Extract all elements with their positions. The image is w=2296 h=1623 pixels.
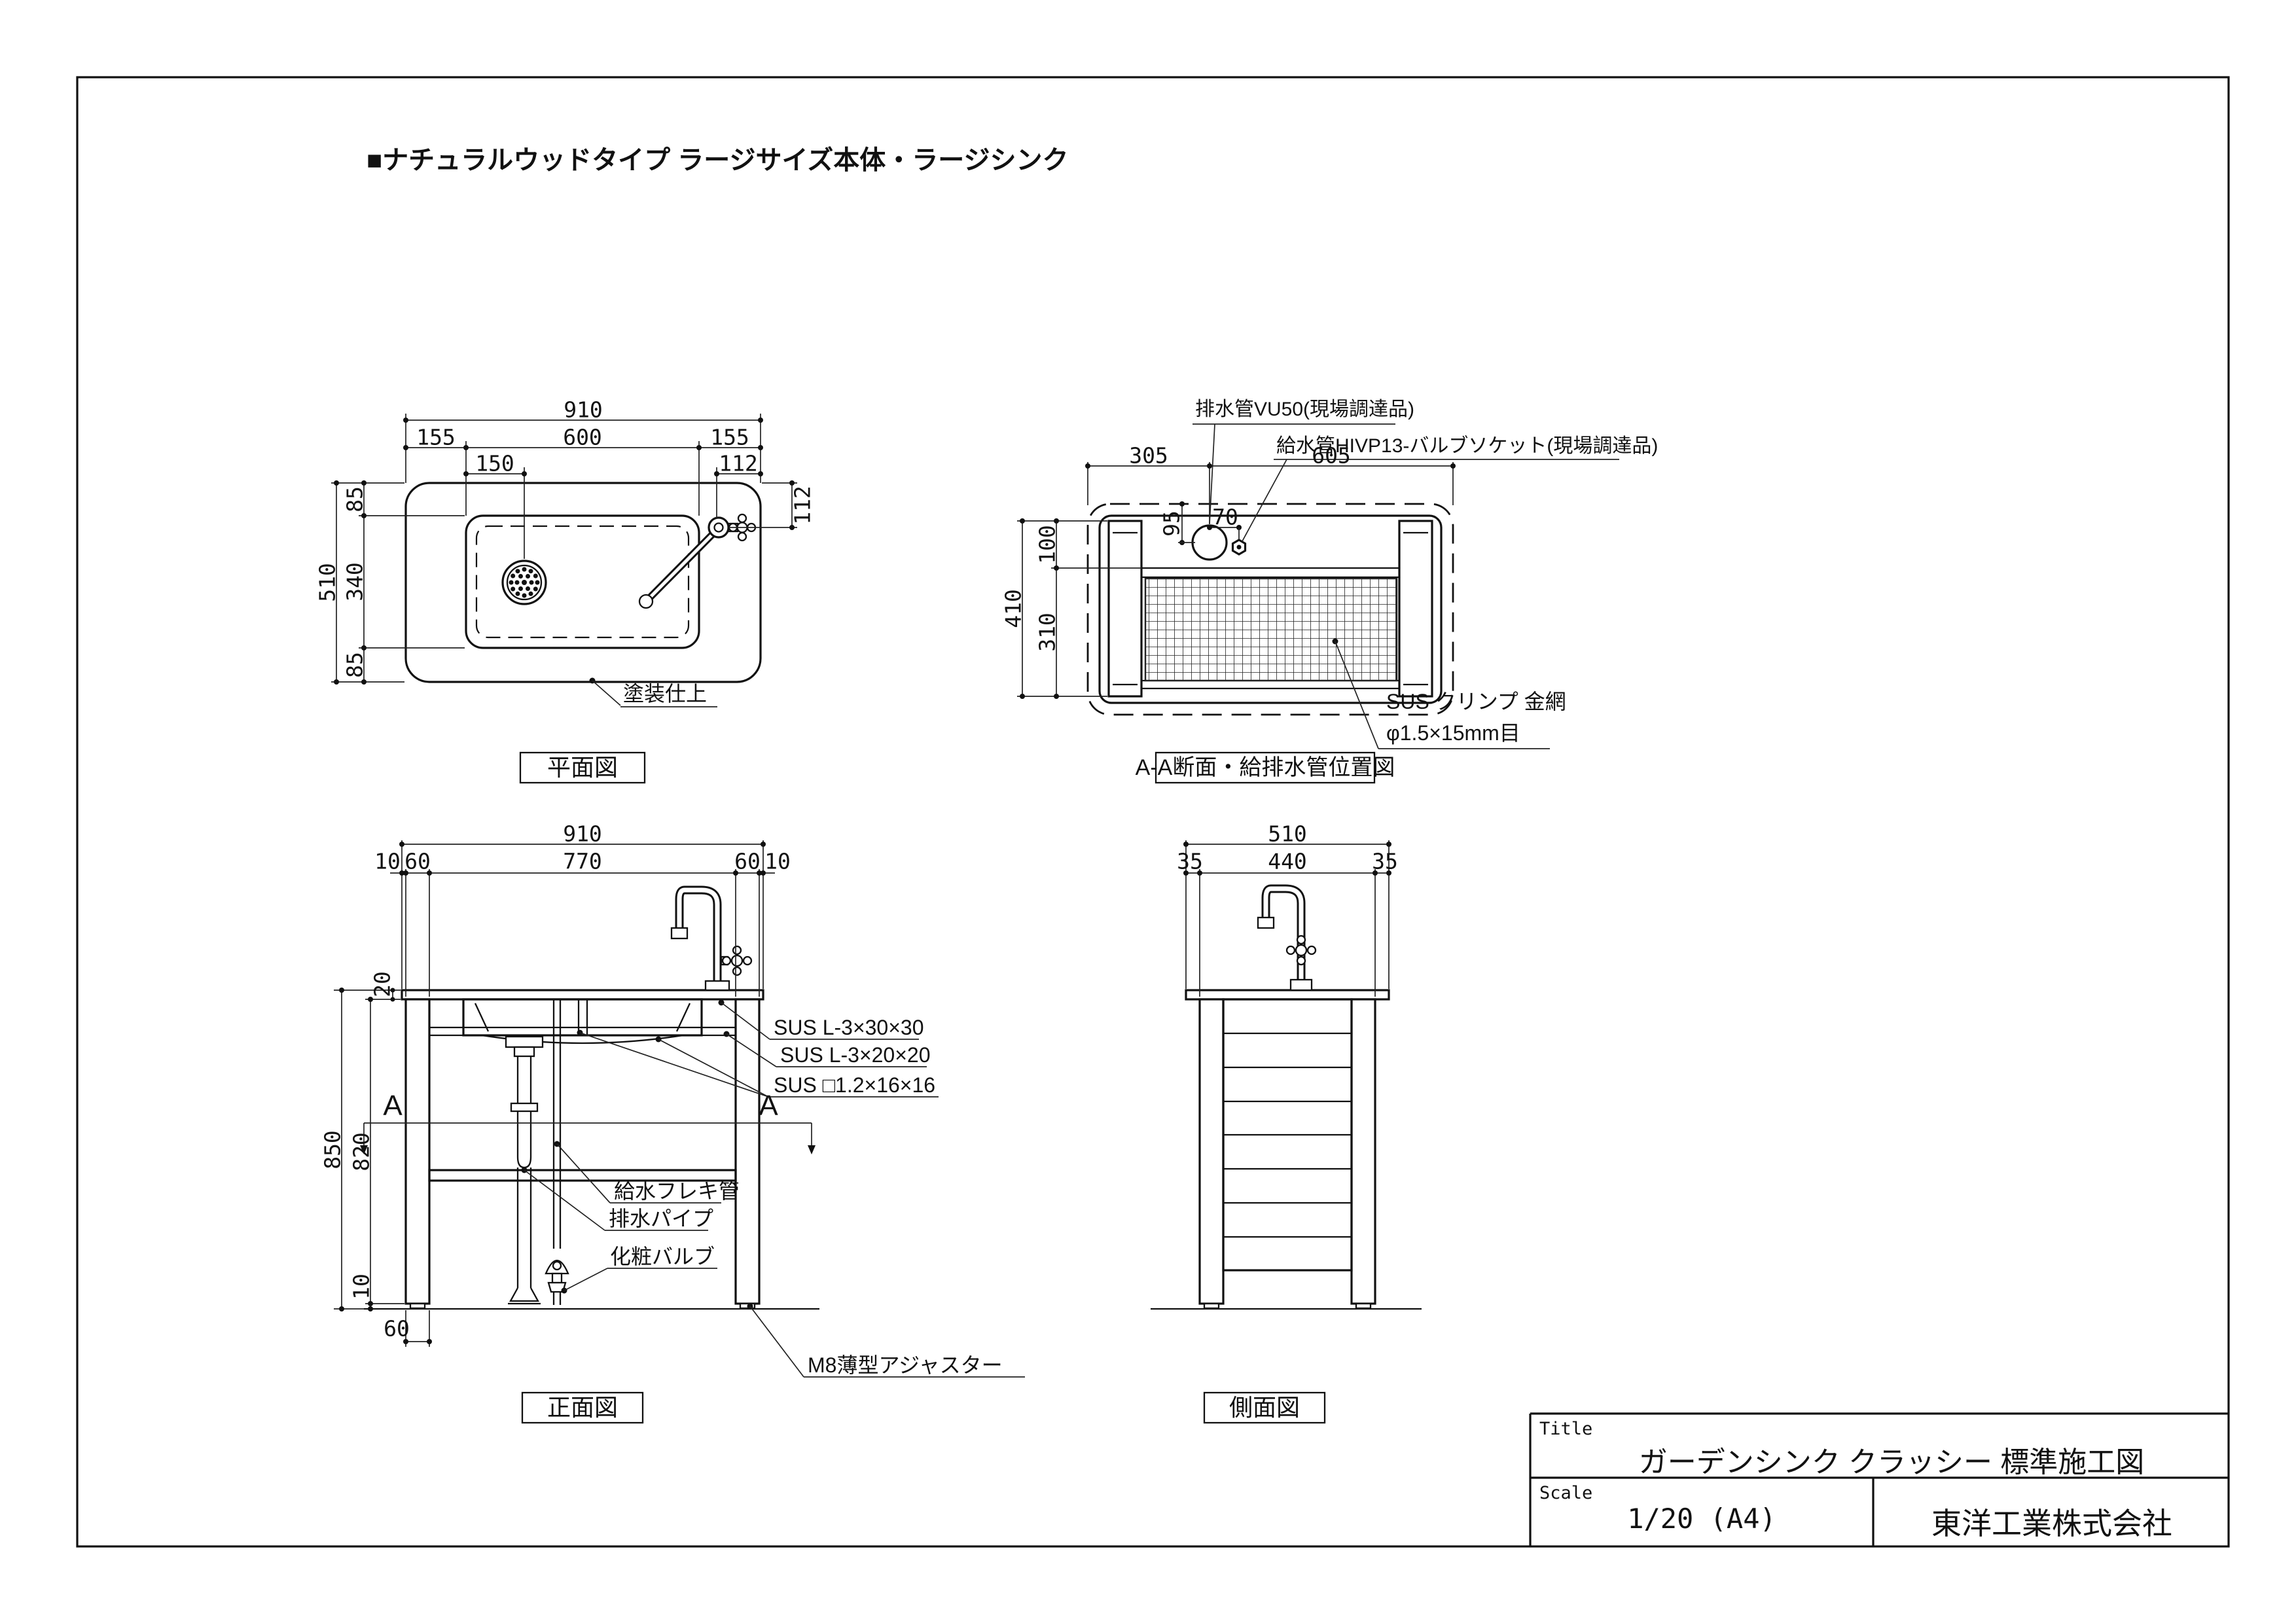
front-dim-60-left: 60 — [404, 848, 431, 874]
side-dim-440: 440 — [1268, 848, 1307, 874]
plan-dim-150: 150 — [475, 450, 514, 476]
side-view-drawing — [1151, 884, 1422, 1310]
company-name: 東洋工業株式会社 — [1931, 1507, 2172, 1541]
front-dim-770: 770 — [563, 848, 602, 874]
side-dim-35-right: 35 — [1372, 848, 1398, 874]
section-label-supply-pipe: 給水管HIVP13-バルブソケット(現場調達品) — [1276, 435, 1659, 457]
plan-dim-340: 340 — [342, 562, 368, 601]
front-dim-850: 850 — [319, 1130, 346, 1169]
front-dim-60-bottom: 60 — [384, 1315, 410, 1342]
section-caption: A-A断面・給排水管位置図 — [1135, 755, 1395, 780]
front-dim-10-right: 10 — [764, 848, 791, 874]
front-dim-10-bottom: 10 — [348, 1274, 374, 1300]
plan-dim-85-top: 85 — [342, 486, 368, 512]
front-label-sus-square16: SUS □1.2×16×16 — [774, 1073, 936, 1097]
title-block-scale-label: Scale — [1539, 1483, 1593, 1503]
wire-mesh — [1144, 577, 1398, 682]
section-dimensions — [1017, 423, 1619, 784]
section-dim-100: 100 — [1034, 525, 1060, 564]
plan-dim-155-left: 155 — [416, 424, 456, 450]
plan-dim-600: 600 — [563, 424, 602, 450]
section-caption-box — [1155, 751, 1376, 784]
plan-caption-box — [519, 751, 646, 784]
front-section-marker-a-right: A — [759, 1090, 778, 1122]
page-border — [76, 76, 2230, 1548]
front-dim-10-left: 10 — [374, 848, 401, 874]
front-caption-box — [521, 1391, 644, 1424]
plan-label-paint-finish: 塗装仕上 — [623, 682, 708, 705]
drawing-scale: 1/20 (A4) — [1627, 1503, 1776, 1535]
section-dim-305: 305 — [1129, 442, 1168, 469]
section-dim-410: 410 — [1000, 589, 1026, 628]
front-label-drain-pipe: 排水パイプ — [609, 1207, 714, 1230]
front-dim-60-right: 60 — [734, 848, 761, 874]
front-label-sus-l20: SUS L-3×20×20 — [780, 1043, 931, 1067]
sheet-heading: ■ナチュラルウッドタイプ ラージサイズ本体・ラージシンク — [367, 146, 1069, 175]
front-label-sus-l30: SUS L-3×30×30 — [774, 1016, 924, 1039]
front-dim-820: 820 — [348, 1132, 374, 1171]
plan-dim-85-bottom: 85 — [342, 652, 368, 678]
section-label-mesh-line2: φ1.5×15mm目 — [1386, 721, 1520, 745]
front-section-marker-a-left: A — [383, 1090, 403, 1122]
plan-dimensions — [331, 414, 797, 784]
section-label-mesh-line1: SUS クリンプ 金網 — [1386, 690, 1566, 713]
side-dimensions — [1183, 840, 1391, 1424]
plan-dim-112-top: 112 — [719, 450, 758, 476]
section-dim-310: 310 — [1034, 613, 1060, 652]
plan-dim-112-right: 112 — [789, 486, 816, 525]
plan-dim-510: 510 — [314, 563, 340, 602]
front-dim-910: 910 — [563, 821, 602, 847]
front-view-drawing — [360, 885, 819, 1310]
front-label-flex-pipe: 給水フレキ管 — [614, 1179, 740, 1203]
side-caption-box — [1203, 1391, 1326, 1424]
plan-caption: 平面図 — [547, 754, 619, 781]
section-dim-95: 95 — [1158, 510, 1185, 537]
front-dimensions — [334, 840, 1025, 1424]
plan-dim-910: 910 — [564, 397, 603, 423]
front-caption: 正面図 — [547, 1394, 619, 1421]
front-label-valve: 化粧バルブ — [610, 1245, 715, 1268]
plan-dim-155-right: 155 — [710, 424, 749, 450]
front-dim-20: 20 — [369, 971, 395, 997]
front-label-adjuster: M8薄型アジャスター — [808, 1353, 1003, 1377]
section-view-drawing — [1086, 503, 1454, 716]
title-block-lines — [1529, 1412, 2229, 1546]
side-caption: 側面図 — [1229, 1394, 1300, 1421]
title-block-title-label: Title — [1539, 1419, 1593, 1439]
section-dim-70: 70 — [1212, 504, 1238, 530]
drawing-title: ガーデンシンク クラッシー 標準施工図 — [1638, 1446, 2145, 1478]
section-label-drain-pipe: 排水管VU50(現場調達品) — [1195, 399, 1415, 420]
side-dim-510: 510 — [1268, 821, 1307, 847]
section-dim-605: 605 — [1312, 442, 1351, 469]
side-dim-35-left: 35 — [1177, 848, 1203, 874]
